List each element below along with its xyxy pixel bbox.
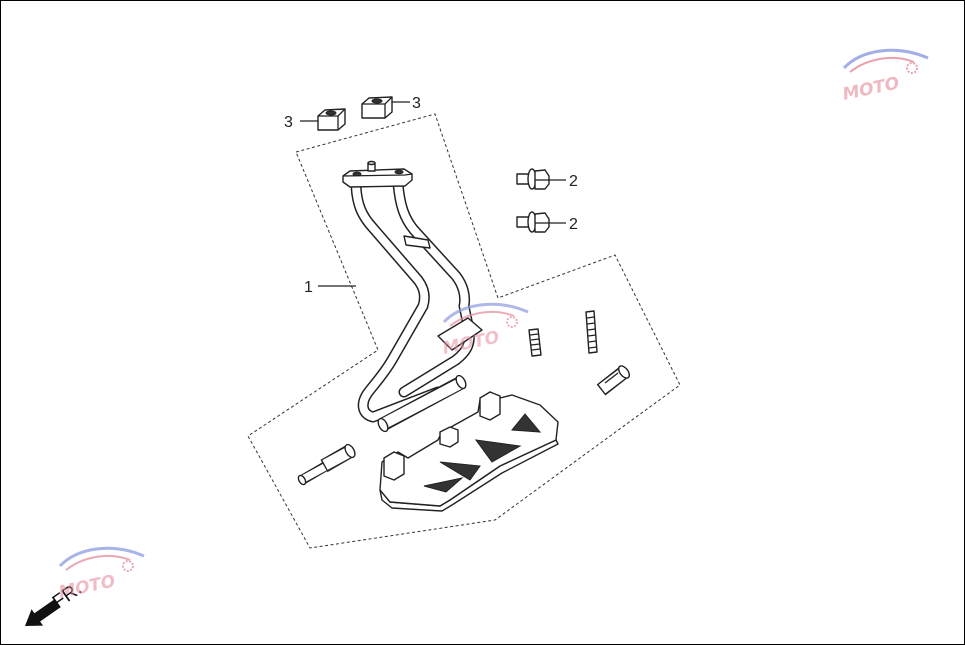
footrest-cutout <box>511 413 542 433</box>
footrest-post-left <box>383 451 405 481</box>
callout-3-right: 3 <box>412 95 421 112</box>
frame-plate-hole-left <box>352 171 362 177</box>
gear-icon <box>506 316 518 328</box>
serrated-pin-long <box>585 310 598 354</box>
pin-body <box>585 310 598 354</box>
front-direction-arrow-icon <box>25 598 61 626</box>
pin-serrations <box>529 333 541 351</box>
footrest-cutout <box>423 477 464 493</box>
roll-pin-end <box>617 365 631 379</box>
assembly-dashed-outline <box>247 113 681 549</box>
part-1-bracket-frame <box>342 160 483 433</box>
arrow-shape <box>25 598 61 626</box>
footrest-post-middle <box>439 426 459 448</box>
watermark-swoosh <box>842 48 929 70</box>
pivot-pin-end <box>297 474 307 486</box>
roll-pin-body-fill <box>598 368 627 394</box>
footrest-cutout <box>439 461 481 481</box>
gear-icon <box>122 560 134 572</box>
part-3-right-block <box>361 96 393 119</box>
callout-3-left: 3 <box>284 114 293 131</box>
frame-cross-bracket <box>403 235 431 249</box>
callout-2-upper: 2 <box>569 173 578 190</box>
pivot-pin-end <box>344 443 356 459</box>
frame-plate-hole-right <box>394 169 404 175</box>
footrest-board-top <box>379 391 559 507</box>
callout-1: 1 <box>304 279 313 296</box>
frame-bottom-cylinder-fill <box>380 378 464 429</box>
footrest-board <box>379 391 559 512</box>
frame-tube-left-fill <box>352 182 442 421</box>
serrated-pin-short <box>528 328 542 357</box>
pivot-pin-thick-fill <box>322 447 352 470</box>
callout-2-lower: 2 <box>569 216 578 233</box>
footrest-post-right <box>479 391 501 421</box>
watermark-swoosh <box>849 56 915 73</box>
frame-gusset-plate <box>437 317 483 351</box>
roll-pin <box>596 365 631 396</box>
frame-cylinder-end <box>377 417 389 433</box>
pivot-pin-thin-fill <box>301 463 327 483</box>
part-3-left-block <box>317 108 346 131</box>
watermark-swoosh <box>58 546 145 568</box>
watermark-swoosh <box>65 554 131 571</box>
part-2-lower-bolt <box>516 211 550 233</box>
pivot-pin <box>297 443 356 486</box>
footrest-cutout <box>474 439 522 463</box>
roll-pin-slit <box>604 372 619 384</box>
gear-icon <box>906 62 918 74</box>
watermark-swoosh <box>449 310 515 327</box>
block-hole <box>371 98 383 104</box>
part-2-upper-bolt <box>516 168 550 190</box>
frame-cylinder-end <box>455 374 467 390</box>
block-hole <box>325 110 337 116</box>
watermark-swoosh <box>442 302 529 324</box>
frame-top-plate-edge <box>342 173 413 177</box>
pin-serrations <box>586 316 598 349</box>
frame-plate-stud-top <box>367 160 376 166</box>
frame-tube-right-fill <box>394 180 474 396</box>
